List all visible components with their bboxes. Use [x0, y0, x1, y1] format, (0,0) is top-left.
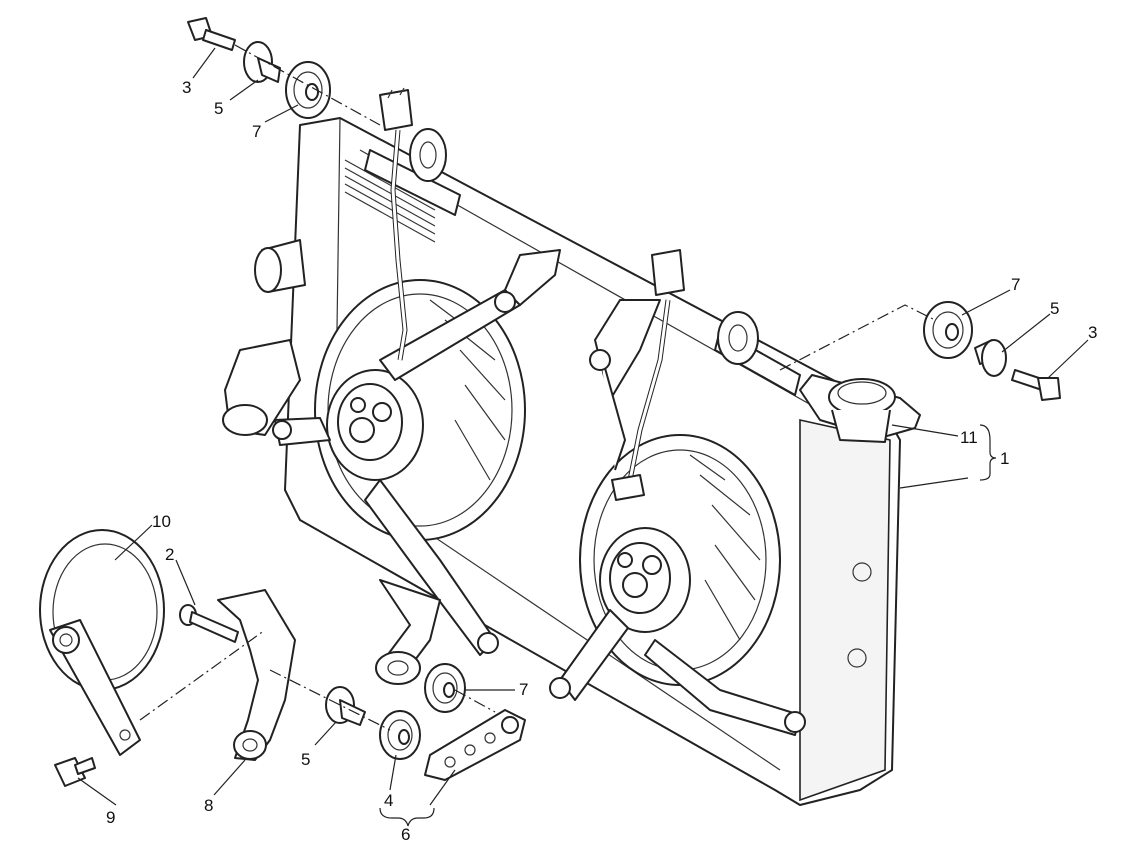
radiator-lower-lug [375, 579, 441, 685]
fan-wiring-right [611, 249, 685, 501]
radiator-right-bracket [714, 311, 801, 396]
cooling-fan-left [314, 279, 526, 541]
horn-10 [39, 529, 165, 756]
callout-7-top: 7 [252, 122, 261, 141]
screw-3-top [187, 17, 236, 51]
callout-7-right: 7 [1011, 275, 1020, 294]
callout-4: 4 [384, 791, 393, 810]
rubber-grommet-7-bottom [424, 663, 466, 713]
callout-1: 1 [1000, 449, 1009, 468]
callout-9: 9 [106, 808, 115, 827]
callout-11: 11 [960, 428, 978, 447]
spacer-5-right [974, 339, 1007, 377]
assembly-lines [139, 44, 936, 731]
fan-support-arms-right [549, 299, 806, 736]
radiator-inlet-pipe-lower [222, 339, 301, 436]
callout-5-right: 5 [1050, 299, 1059, 318]
fan-wiring-left [379, 87, 413, 361]
callout-labels: 3 5 7 7 5 3 11 1 10 2 9 8 5 4 7 6 [106, 78, 1097, 844]
callout-8: 8 [204, 796, 213, 815]
callout-10: 10 [152, 512, 171, 531]
callout-3-right: 3 [1088, 323, 1097, 342]
callout-5-top: 5 [214, 99, 223, 118]
rubber-grommet-4 [379, 710, 421, 760]
spacer-5-top [243, 41, 281, 83]
radiator-top-bracket [364, 128, 461, 216]
horn-bracket-8 [217, 589, 296, 761]
screw-9 [54, 757, 96, 787]
spacer-5-bottom [325, 686, 366, 726]
callout-3-top: 3 [182, 78, 191, 97]
radiator-filler-cap [799, 374, 921, 443]
rubber-grommet-7-top [285, 61, 331, 119]
rubber-grommet-7-right [923, 301, 973, 359]
callout-5-bottom: 5 [301, 750, 310, 769]
callout-7-bottom: 7 [519, 680, 528, 699]
screw-2 [179, 604, 239, 643]
leader-lines [77, 47, 1089, 827]
callout-6: 6 [401, 825, 410, 844]
callout-2: 2 [165, 545, 174, 564]
mounting-plate-6 [424, 709, 526, 781]
radiator-inlet-pipe-upper [254, 239, 306, 293]
radiator-fins [344, 159, 436, 243]
screw-3-right [1011, 369, 1061, 401]
fan-support-arms-left [272, 249, 561, 656]
